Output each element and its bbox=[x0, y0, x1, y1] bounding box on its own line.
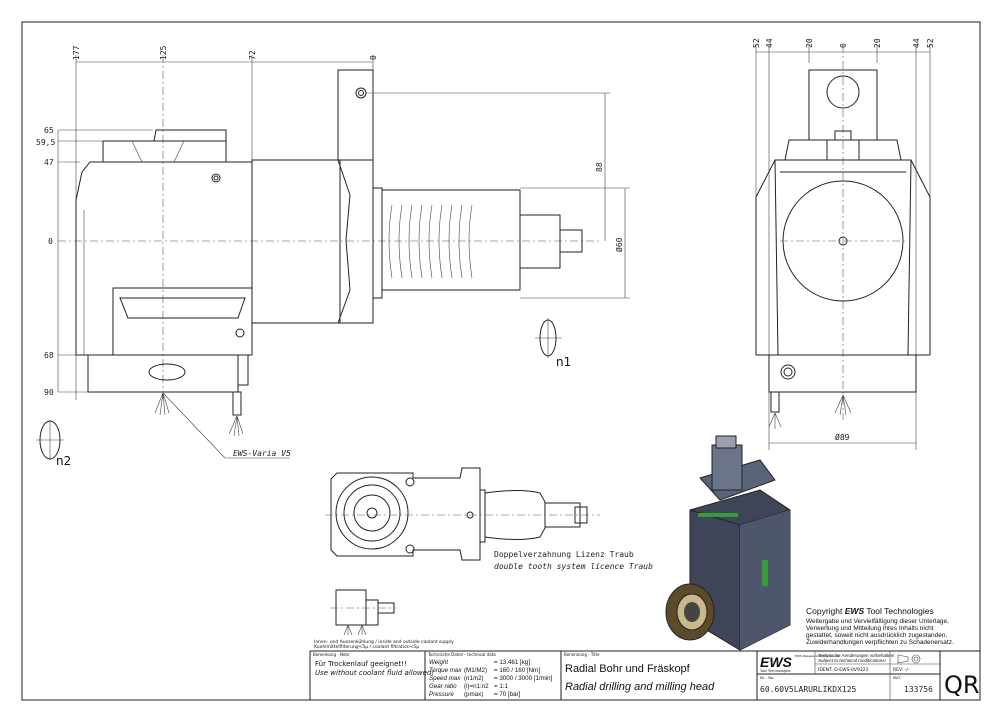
copyright-line: gestattet, soweit nicht ausdrücklich zug… bbox=[806, 632, 947, 639]
coolant-note-1: Innen- und Aussenkühlung / inside and ou… bbox=[314, 639, 454, 645]
mat-number: 133756 bbox=[904, 685, 933, 694]
dim-d60: Ø60 bbox=[614, 237, 624, 252]
qr-label: QR bbox=[944, 671, 980, 699]
dim-88: 88 bbox=[595, 162, 604, 172]
title-de: Radial Bohr und Fräskopf bbox=[565, 663, 691, 675]
top-view: Doppelverzahnung Lizenz Traub double too… bbox=[325, 467, 653, 571]
tech-label-speed: Speed max bbox=[429, 675, 461, 682]
dim-0-front: 0 bbox=[839, 43, 848, 48]
dim-0-h: 0 bbox=[369, 55, 378, 60]
tech-label-weight: Weight bbox=[429, 659, 448, 666]
tech-value-weight: = 13.461 [kg] bbox=[494, 659, 530, 666]
changes-en: Subject to technical modifications! bbox=[818, 658, 887, 663]
tech-header: Technische Daten - technical data bbox=[427, 652, 496, 657]
note-dry-run-de: Für Trockenlauf geeignet!! bbox=[315, 660, 407, 668]
ews-varia-label: EWS-Varia V5 bbox=[233, 449, 291, 458]
dim-68: 68 bbox=[44, 351, 54, 360]
mat-header: MAT. bbox=[893, 676, 901, 680]
double-tooth-note-de: Doppelverzahnung Lizenz Traub bbox=[494, 550, 634, 559]
copyright-line: Weitergabe und Vervielfältigung dieser U… bbox=[806, 618, 949, 625]
title-header: Benennung - Title bbox=[564, 652, 600, 657]
tech-label-pressure: Pressure bbox=[429, 691, 454, 698]
dim-44-left: 44 bbox=[765, 38, 774, 48]
copyright-line: Verwertung und Mitteilung ihres Inhalts … bbox=[806, 625, 934, 632]
tech-sym: (n1/n2) bbox=[464, 675, 484, 682]
number-header: Nr. - No. bbox=[760, 676, 774, 680]
dim-59-5: 59,5 bbox=[36, 138, 55, 147]
n1-label: n1 bbox=[556, 355, 571, 369]
3d-render-image bbox=[665, 435, 791, 651]
page-border bbox=[21, 21, 981, 701]
ident: IDENT: D-EWS-0V9321 bbox=[818, 667, 869, 673]
notes-header: Bemerkung - Note bbox=[313, 652, 350, 657]
rotation-n2-icon bbox=[36, 420, 64, 460]
copyright-title: Copyright EWS Tool Technologies bbox=[806, 606, 934, 616]
dim-47: 47 bbox=[44, 158, 54, 167]
changes-de: Technische Aenderungen vorbehalten! bbox=[818, 653, 895, 658]
copyright-line: Zuwiderhandlungen verpflichten zu Schade… bbox=[806, 639, 954, 646]
dim-125: 125 bbox=[159, 45, 168, 60]
n2-label: n2 bbox=[56, 454, 71, 468]
tech-value-gear: = 1:1 bbox=[494, 683, 508, 690]
tech-value-pressure: = 70 [bar] bbox=[494, 691, 521, 698]
coolant-note-2: Kuehlmittelfilterung<5µ / coolant filtra… bbox=[314, 644, 419, 650]
revision: REV: -/- bbox=[893, 667, 910, 673]
title-en: Radial drilling and milling head bbox=[565, 681, 715, 693]
dim-0-v: 0 bbox=[48, 237, 53, 246]
tech-label-gear: Gear ratio bbox=[429, 683, 457, 690]
tech-label-torque: Torque max bbox=[429, 667, 462, 674]
tech-sym: (i)=n1:n2 bbox=[464, 683, 489, 690]
dim-20-left: 20 bbox=[805, 38, 814, 48]
ews-logo-sub: Tool Technologies bbox=[759, 669, 791, 673]
coolant-diagram: Innen- und Aussenkühlung / inside and ou… bbox=[314, 589, 454, 650]
front-view: 52 44 20 0 20 44 52 Ø89 bbox=[752, 38, 935, 450]
side-view: 177 125 72 0 65 59,5 47 0 68 90 EWS-Vari… bbox=[36, 45, 630, 468]
part-number: 60.60V5LARURLIKDX125 bbox=[760, 685, 857, 694]
tech-value-speed: = 3000 / 3000 [1/min] bbox=[494, 675, 553, 682]
copyright-block: Copyright EWS Tool Technologies Weiterga… bbox=[806, 606, 954, 646]
dim-177: 177 bbox=[72, 45, 81, 60]
dim-72: 72 bbox=[248, 50, 257, 60]
dim-d89: Ø89 bbox=[835, 432, 850, 442]
tech-sym: (pmax) bbox=[464, 691, 483, 698]
ews-address: EWS Weigele GmbH & Co. KG bbox=[795, 654, 840, 658]
title-block: Bemerkung - Note Für Trockenlauf geeigne… bbox=[309, 650, 981, 701]
dim-65: 65 bbox=[44, 126, 54, 135]
dim-44-right: 44 bbox=[912, 38, 921, 48]
dim-20-right: 20 bbox=[873, 38, 882, 48]
projection-symbol-icon bbox=[897, 654, 921, 664]
tech-sym: (M1/M2) bbox=[464, 667, 487, 674]
note-dry-run-en: Use without coolant fluid allowed! bbox=[315, 669, 434, 677]
dim-52-right: 52 bbox=[926, 38, 935, 48]
dim-52-left: 52 bbox=[752, 38, 761, 48]
double-tooth-note-en: double tooth system licence Traub bbox=[494, 562, 653, 571]
ews-logo: EWS bbox=[760, 654, 793, 670]
rotation-n1-icon bbox=[535, 318, 562, 358]
tech-value-torque: = 160 / 160 [Nm] bbox=[494, 667, 540, 674]
dim-90: 90 bbox=[44, 388, 54, 397]
